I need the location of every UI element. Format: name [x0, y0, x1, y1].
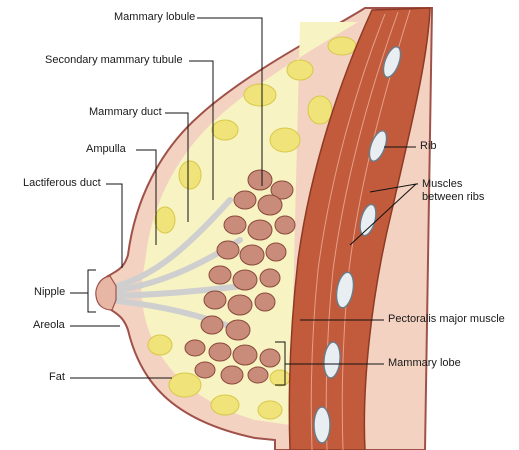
label-nipple: Nipple [34, 286, 66, 298]
rib [313, 406, 331, 444]
label-pectoralis-major-muscle: Pectoralis major muscle [388, 313, 505, 325]
label-rib: Rib [420, 140, 437, 152]
rib [368, 130, 388, 162]
mammary-gland-lobules [184, 169, 296, 385]
rib [335, 271, 355, 309]
rib [382, 46, 402, 78]
ribs [313, 46, 402, 444]
label-muscles-between-ribs-line-2: between ribs [422, 191, 485, 203]
label-areola: Areola [33, 319, 65, 331]
label-secondary-mammary-tubule: Secondary mammary tubule [45, 54, 183, 66]
muscle-fibers [310, 9, 411, 450]
fat-globules [147, 36, 357, 420]
label-mammary-duct: Mammary duct [89, 106, 162, 118]
fat-tissue [141, 22, 358, 425]
label-muscles-between-ribs-line-1: Muscles [422, 178, 463, 190]
label-lactiferous-duct: Lactiferous duct [23, 177, 101, 189]
label-muscles-between-ribs: Muscles between ribs [422, 178, 484, 204]
nipple [95, 275, 117, 311]
label-fat: Fat [49, 371, 65, 383]
label-mammary-lobule: Mammary lobule [114, 11, 196, 23]
leader-lines [70, 17, 418, 386]
rib [323, 341, 341, 379]
label-mammary-lobe: Mammary lobe [388, 357, 461, 369]
label-ampulla: Ampulla [86, 143, 126, 155]
